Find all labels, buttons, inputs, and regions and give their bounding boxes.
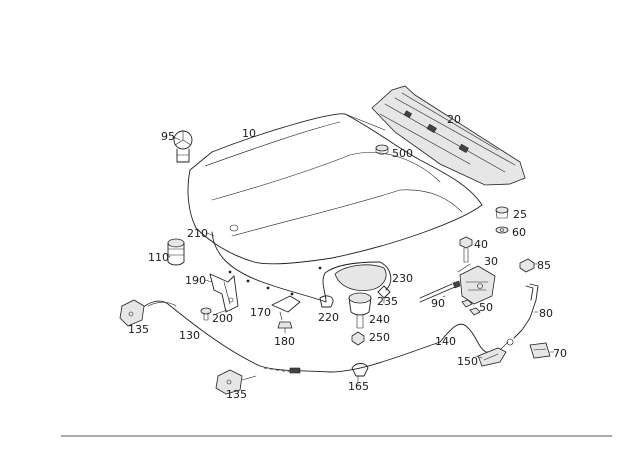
label-110[interactable]: 110 (148, 251, 169, 264)
hood-lock[interactable] (459, 265, 496, 305)
label-20[interactable]: 20 (447, 113, 461, 126)
label-240[interactable]: 240 (369, 313, 390, 326)
label-500[interactable]: 500 (392, 147, 413, 160)
clip-220[interactable] (319, 295, 334, 308)
label-95[interactable]: 95 (161, 130, 175, 143)
label-200[interactable]: 200 (212, 312, 233, 325)
hood-hinge[interactable] (209, 273, 239, 313)
hood-seal[interactable] (211, 231, 392, 303)
leader-lines (168, 136, 555, 359)
label-170[interactable]: 170 (250, 306, 271, 319)
clip-165[interactable] (351, 363, 369, 383)
bump-stop[interactable] (348, 292, 372, 329)
hood-buffer[interactable] (167, 238, 185, 266)
release-handle[interactable] (477, 347, 507, 367)
label-50[interactable]: 50 (479, 301, 493, 314)
clip-235[interactable] (377, 285, 391, 304)
clip-180[interactable] (277, 321, 293, 334)
lock-rod[interactable] (419, 280, 461, 303)
label-130[interactable]: 130 (179, 329, 200, 342)
label-40[interactable]: 40 (474, 238, 488, 251)
screw-50[interactable] (461, 299, 481, 316)
label-190[interactable]: 190 (185, 274, 206, 287)
insulation-pad[interactable] (334, 264, 387, 291)
label-60[interactable]: 60 (512, 226, 526, 239)
bolt-40[interactable] (459, 236, 473, 263)
label-10[interactable]: 10 (242, 127, 256, 140)
cable-clamp-left[interactable] (119, 299, 145, 327)
hood-emblem[interactable] (173, 130, 193, 163)
nut-250[interactable] (351, 331, 365, 346)
cable-80[interactable] (506, 283, 539, 346)
cable-end-70[interactable] (529, 342, 551, 359)
buffer-60[interactable] (495, 226, 509, 234)
label-25[interactable]: 25 (513, 208, 527, 221)
grommet-85[interactable] (519, 258, 535, 273)
label-70[interactable]: 70 (553, 347, 567, 360)
label-30[interactable]: 30 (484, 255, 498, 268)
release-latch-170[interactable] (271, 295, 301, 321)
cable-clamp-lower[interactable] (215, 369, 257, 395)
label-250[interactable]: 250 (369, 331, 390, 344)
label-230[interactable]: 230 (392, 272, 413, 285)
label-220[interactable]: 220 (318, 311, 339, 324)
label-85[interactable]: 85 (537, 259, 551, 272)
label-150[interactable]: 150 (457, 355, 478, 368)
buffer-25[interactable] (495, 206, 509, 219)
label-235[interactable]: 235 (377, 295, 398, 308)
label-180[interactable]: 180 (274, 335, 295, 348)
bowden-cable-130[interactable] (139, 300, 441, 374)
label-80[interactable]: 80 (539, 307, 553, 320)
cowl-panel[interactable] (371, 85, 526, 186)
hinge-bolt[interactable] (200, 307, 212, 321)
label-210[interactable]: 210 (187, 227, 208, 240)
label-90[interactable]: 90 (431, 297, 445, 310)
label-135-left[interactable]: 135 (128, 323, 149, 336)
hood-panel[interactable] (187, 113, 483, 265)
grommet-500[interactable] (375, 144, 389, 155)
label-165[interactable]: 165 (348, 380, 369, 393)
label-140[interactable]: 140 (435, 335, 456, 348)
label-135-lower[interactable]: 135 (226, 388, 247, 401)
